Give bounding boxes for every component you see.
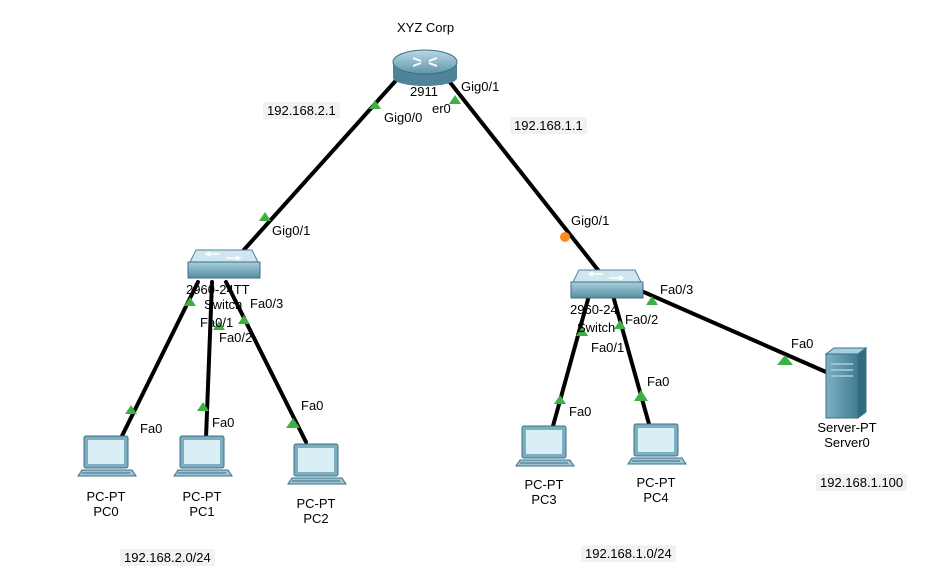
pc2-label: PC-PT PC2 bbox=[296, 496, 336, 526]
port-label-switch-left-gig01: Gig0/1 bbox=[272, 223, 311, 238]
pc1-icon[interactable] bbox=[173, 435, 233, 477]
port-label-switch-left-fa03: Fa0/3 bbox=[250, 296, 284, 311]
note-right-network: 192.168.1.0/24 bbox=[581, 545, 676, 562]
port-label-pc4-fa0: Fa0 bbox=[647, 374, 670, 389]
pc3-label: PC-PT PC3 bbox=[524, 477, 564, 507]
pc0-label: PC-PT PC0 bbox=[86, 489, 126, 519]
status-up-icon bbox=[213, 321, 225, 330]
status-up-icon bbox=[449, 95, 461, 104]
link-switch-left-pc1[interactable] bbox=[204, 280, 214, 440]
server-type: Server-PT bbox=[817, 420, 877, 435]
pc3-name: PC3 bbox=[531, 492, 557, 507]
switch-left-name-label: Switch bbox=[204, 297, 243, 312]
status-up-icon bbox=[614, 320, 626, 329]
status-up-icon bbox=[777, 355, 793, 365]
router-name-label: XYZ Corp bbox=[397, 20, 455, 35]
link-switch-left-pc2[interactable] bbox=[224, 280, 308, 444]
status-up-icon bbox=[286, 418, 300, 428]
pc3-type: PC-PT bbox=[524, 477, 564, 492]
port-label-switch-left-fa01: Fa0/1 bbox=[200, 315, 234, 330]
pc1-label: PC-PT PC1 bbox=[182, 489, 222, 519]
port-label-router-gig01: Gig0/1 bbox=[461, 79, 500, 94]
status-up-icon bbox=[259, 212, 271, 221]
status-up-icon bbox=[184, 297, 196, 306]
status-up-icon bbox=[197, 402, 209, 411]
note-server-ip: 192.168.1.100 bbox=[816, 474, 908, 491]
pc2-type: PC-PT bbox=[296, 496, 336, 511]
server-label: Server-PT Server0 bbox=[814, 420, 880, 450]
note-left-network: 192.168.2.0/24 bbox=[120, 549, 215, 566]
link-switch-right-server[interactable] bbox=[628, 284, 828, 374]
switch-right-name-label: Switch bbox=[577, 320, 616, 335]
links bbox=[118, 74, 828, 444]
pc2-icon[interactable] bbox=[287, 443, 347, 485]
status-up-icon bbox=[369, 100, 381, 109]
pc3-icon[interactable] bbox=[515, 425, 575, 467]
port-label-server-fa0: Fa0 bbox=[791, 336, 814, 351]
pc0-name: PC0 bbox=[93, 504, 119, 519]
status-up-icon bbox=[634, 390, 648, 401]
pc4-label: PC-PT PC4 bbox=[636, 475, 676, 505]
status-up-icon bbox=[125, 405, 137, 414]
switch-right-model-label: 2960-24 bbox=[570, 302, 618, 317]
router-hostname-partial: er0 bbox=[432, 101, 451, 116]
server-icon[interactable] bbox=[824, 347, 868, 419]
port-label-switch-right-fa03: Fa0/3 bbox=[660, 282, 694, 297]
status-up-icon bbox=[576, 327, 588, 336]
pc4-icon[interactable] bbox=[627, 423, 687, 465]
note-right-gateway: 192.168.1.1 bbox=[510, 117, 587, 134]
status-pending-icon bbox=[560, 232, 570, 242]
switch-left-icon[interactable] bbox=[187, 249, 261, 279]
status-up-icon bbox=[646, 296, 658, 305]
port-label-pc2-fa0: Fa0 bbox=[301, 398, 324, 413]
router-icon[interactable] bbox=[392, 49, 458, 86]
pc1-name: PC1 bbox=[189, 504, 215, 519]
port-label-pc0-fa0: Fa0 bbox=[140, 421, 163, 436]
port-label-switch-right-fa02: Fa0/2 bbox=[625, 312, 659, 327]
pc1-type: PC-PT bbox=[182, 489, 222, 504]
port-label-router-gig00: Gig0/0 bbox=[384, 110, 423, 125]
router-model-label: 2911 bbox=[410, 84, 438, 99]
port-label-switch-right-gig01: Gig0/1 bbox=[571, 213, 610, 228]
link-router-switch-right[interactable] bbox=[443, 74, 600, 272]
port-label-pc1-fa0: Fa0 bbox=[212, 415, 235, 430]
switch-left-model-label: 2960-24TT bbox=[186, 282, 250, 297]
switch-right-icon[interactable] bbox=[570, 269, 644, 299]
pc4-name: PC4 bbox=[643, 490, 669, 505]
link-status-markers bbox=[125, 95, 793, 428]
port-label-switch-right-fa01: Fa0/1 bbox=[591, 340, 625, 355]
link-switch-right-pc4[interactable] bbox=[610, 290, 651, 426]
port-label-pc3-fa0: Fa0 bbox=[569, 404, 592, 419]
status-up-icon bbox=[554, 395, 566, 404]
pc0-type: PC-PT bbox=[86, 489, 126, 504]
port-label-switch-left-fa02: Fa0/2 bbox=[219, 330, 253, 345]
pc2-name: PC2 bbox=[303, 511, 329, 526]
server-name: Server0 bbox=[824, 435, 870, 450]
pc4-type: PC-PT bbox=[636, 475, 676, 490]
status-up-icon bbox=[238, 315, 250, 324]
note-left-gateway: 192.168.2.1 bbox=[263, 102, 340, 119]
pc0-icon[interactable] bbox=[77, 435, 137, 477]
